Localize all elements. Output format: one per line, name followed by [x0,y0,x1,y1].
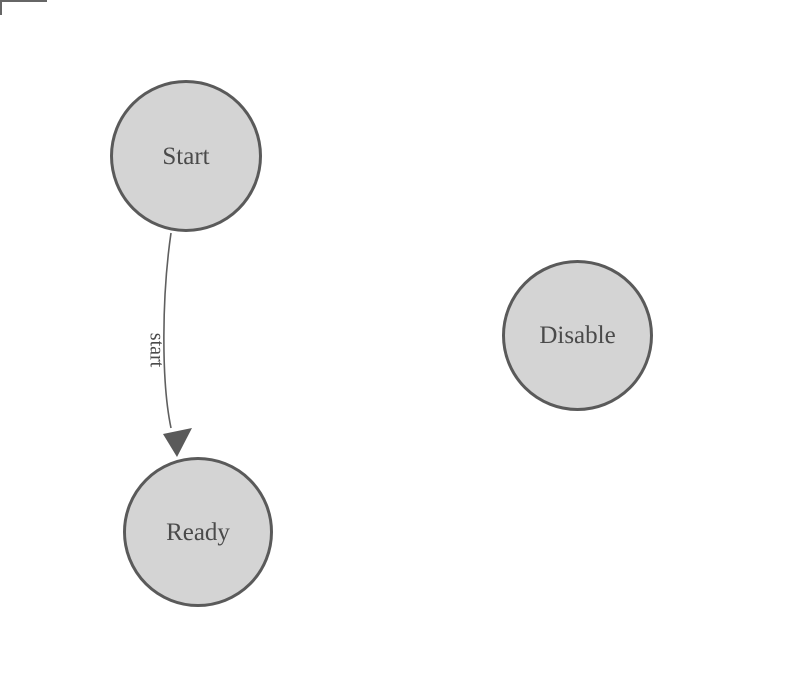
state-node-ready-label: Ready [166,518,230,546]
state-node-ready[interactable]: Ready [123,457,273,607]
arrowhead-icon [163,428,192,457]
state-node-start[interactable]: Start [110,80,262,232]
transition-edge-label: start [145,332,168,368]
transition-edge-start-ready[interactable] [163,232,172,429]
canvas-corner-mark [0,0,47,15]
state-node-disable-label: Disable [539,322,616,349]
state-node-start-label: Start [162,142,210,170]
state-node-disable[interactable]: Disable [502,260,653,411]
